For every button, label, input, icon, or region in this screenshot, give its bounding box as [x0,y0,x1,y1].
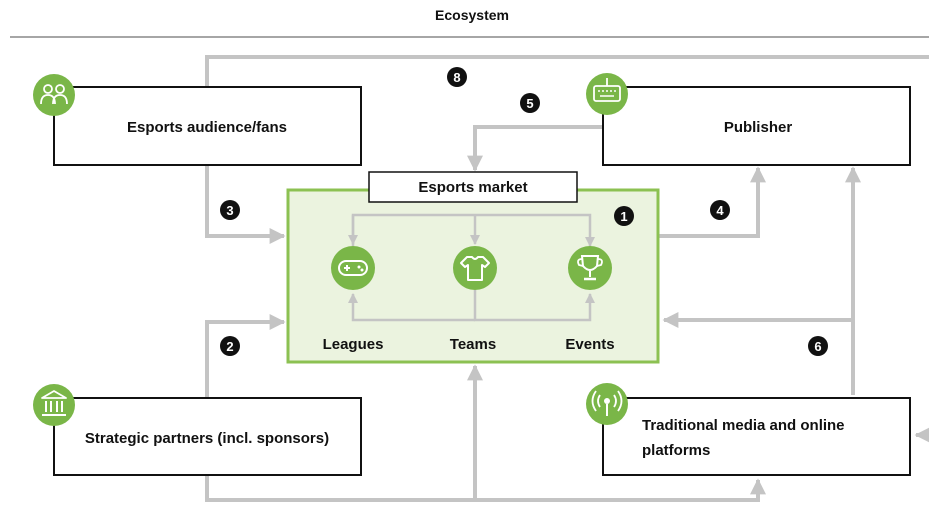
broadcast-icon [586,383,628,425]
publisher-label: Publisher [724,119,793,136]
trophy-icon [568,246,612,290]
badge-4: 4 [710,200,730,220]
people-icon [33,74,75,116]
media-label-line1: Traditional media and online [642,417,845,434]
badge-5: 5 [520,93,540,113]
svg-text:8: 8 [453,70,460,85]
keyboard-icon [586,73,628,115]
events-label: Events [565,336,614,353]
partners-label: Strategic partners (incl. sponsors) [85,430,329,447]
flow-lines [205,55,929,502]
svg-text:1: 1 [620,209,627,224]
diagram-title: Ecosystem [435,7,509,23]
svg-text:6: 6 [814,339,821,354]
audience-label: Esports audience/fans [127,119,287,136]
audience-box [53,86,362,166]
svg-text:3: 3 [226,203,233,218]
media-label-line2: platforms [642,442,710,459]
institution-icon [33,384,75,426]
flow-6-line-a [662,312,855,395]
flow-2-line [205,314,286,398]
market-title-box [368,171,578,203]
badge-8: 8 [447,67,467,87]
flow-8-line [205,55,929,87]
svg-text:5: 5 [526,96,533,111]
svg-text:2: 2 [226,339,233,354]
flow-4-line [659,166,766,238]
svg-text:4: 4 [716,203,724,218]
flow-bottom-line [205,475,766,502]
badge-2: 2 [220,336,240,356]
badge-3: 3 [220,200,240,220]
badge-6: 6 [808,336,828,356]
media-box [602,397,911,476]
badge-1: 1 [614,206,634,226]
partners-box [53,397,362,476]
flow-3-line [205,165,286,244]
market-inner-lines [348,213,595,322]
publisher-box [602,86,911,166]
teams-label: Teams [450,336,496,353]
gamepad-icon [331,246,375,290]
tshirt-icon [453,246,497,290]
market-title: Esports market [418,179,527,196]
leagues-label: Leagues [323,336,384,353]
flow-5-line [467,125,603,172]
